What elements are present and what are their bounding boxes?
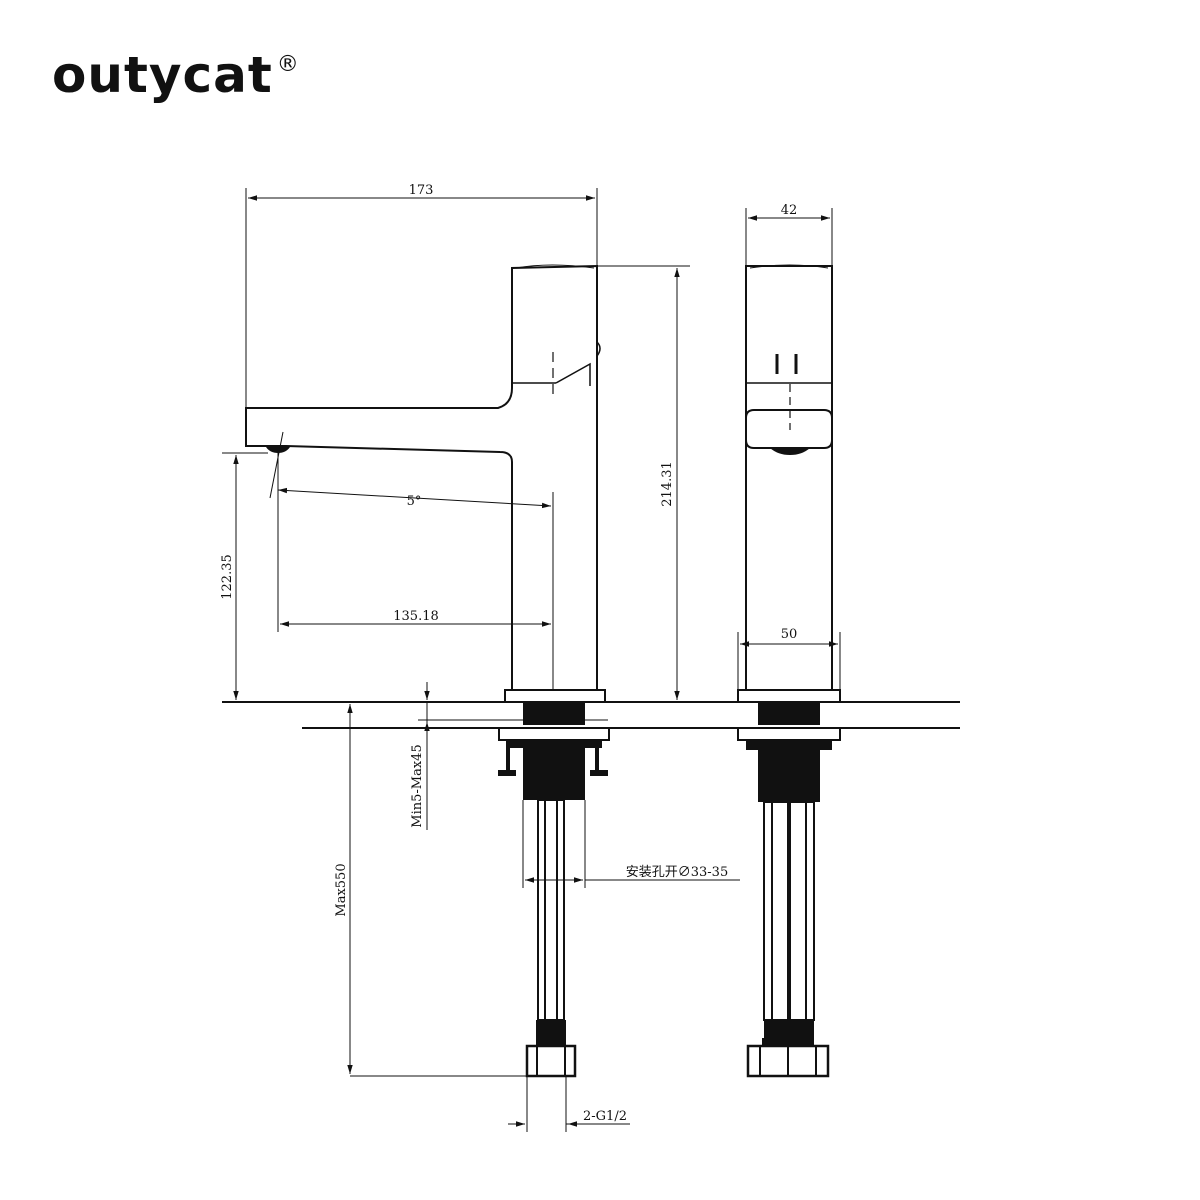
faucet-front-view bbox=[245, 264, 610, 1078]
dim-reach: 135.18 bbox=[393, 609, 439, 624]
dimension-lines bbox=[222, 188, 841, 1132]
brand-logo: outycat® bbox=[52, 46, 300, 104]
registered-mark: ® bbox=[276, 52, 300, 77]
dim-base-width: 50 bbox=[781, 627, 798, 642]
dim-hole-size: 安装孔开∅33-35 bbox=[626, 865, 728, 880]
countertop bbox=[222, 701, 960, 729]
dim-angle: 5° bbox=[407, 494, 422, 509]
dim-side-width: 42 bbox=[781, 203, 798, 218]
dim-overall-width: 173 bbox=[409, 183, 434, 198]
dimension-labels: 173 42 214.31 122.35 5° 135.18 50 Min5-M… bbox=[220, 183, 797, 1124]
dim-deck-thickness: Min5-Max45 bbox=[410, 744, 425, 827]
dim-connection: 2-G1/2 bbox=[583, 1109, 627, 1124]
faucet-side-view bbox=[737, 264, 841, 1078]
brand-name: outycat bbox=[52, 46, 273, 104]
dim-hose-length: Max550 bbox=[334, 863, 349, 916]
dim-spout-height: 122.35 bbox=[220, 554, 235, 600]
dim-height: 214.31 bbox=[660, 461, 675, 507]
